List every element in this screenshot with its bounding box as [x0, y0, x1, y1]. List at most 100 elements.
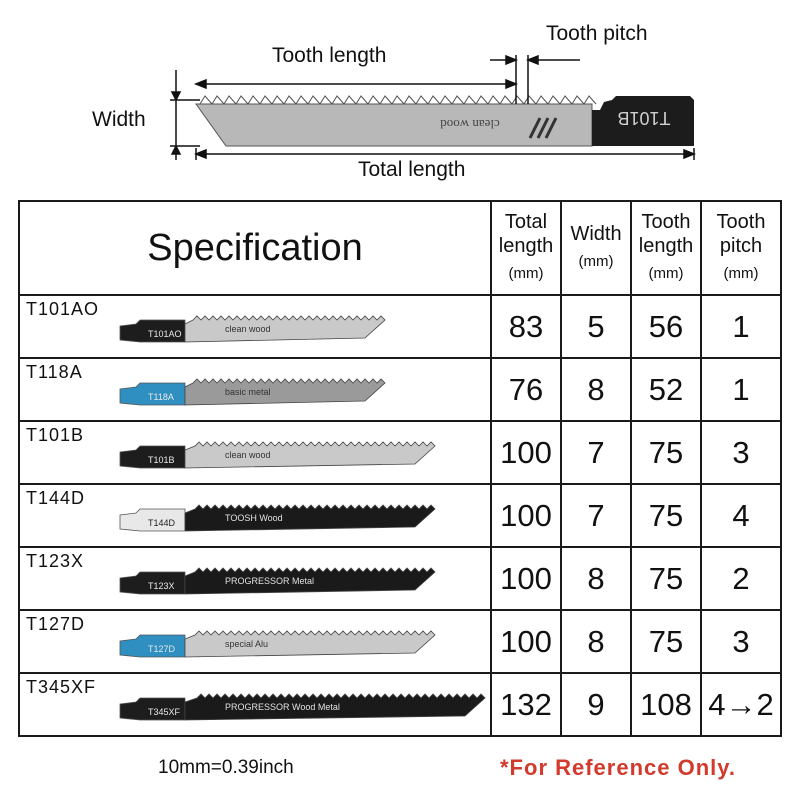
total-length-dimension-marker — [193, 148, 697, 160]
blade-shank-marking: T123X — [148, 581, 175, 591]
blade-shank — [119, 445, 186, 469]
tooth-pitch-cell: 3 — [700, 609, 782, 674]
total-length-cell: 100 — [490, 609, 562, 674]
model-name: T101AO — [26, 299, 100, 319]
tooth-length-dimension-marker — [193, 78, 519, 90]
width-cell: 5 — [560, 294, 632, 359]
header-unit: (mm) — [723, 265, 759, 282]
header-total-length: Total length (mm) — [490, 200, 562, 296]
blade-illustration: T144D TOOSH Wood — [119, 504, 436, 532]
tooth-length-label: Tooth length — [272, 44, 387, 67]
blade-body — [184, 504, 436, 532]
width-cell: 9 — [560, 672, 632, 737]
model-cell: T101AO T101AO clean wood — [18, 294, 492, 359]
blade-dimension-diagram: T101B clean wood — [0, 0, 800, 195]
blade-marking: clean wood — [225, 324, 271, 334]
blade-illustration: T101AO clean wood — [119, 315, 386, 343]
diagram-blade-teeth — [199, 95, 597, 105]
blade-shank — [119, 697, 186, 721]
header-unit: (mm) — [648, 265, 684, 282]
total-length-cell: 100 — [490, 483, 562, 548]
total-length-cell: 76 — [490, 357, 562, 422]
header-label-line2: length — [498, 235, 554, 257]
blade-marking: PROGRESSOR Wood Metal — [225, 702, 340, 712]
width-cell: 8 — [560, 546, 632, 611]
model-cell: T127D T127D special Alu — [18, 609, 492, 674]
width-cell: 7 — [560, 483, 632, 548]
tooth-pitch-cell: 1 — [700, 357, 782, 422]
blade-shank — [119, 382, 186, 406]
blade-body — [184, 630, 436, 658]
blade-shank-marking: T127D — [148, 644, 176, 654]
blade-illustration: T345XF PROGRESSOR Wood Metal — [119, 693, 486, 721]
blade-marking: PROGRESSOR Metal — [225, 576, 314, 586]
blade-marking: clean wood — [225, 450, 271, 460]
blade-shank — [119, 571, 186, 595]
unit-conversion-note: 10mm=0.39inch — [158, 757, 294, 778]
tooth-pitch-dimension-marker — [490, 54, 580, 104]
tooth-pitch-cell: 1 — [700, 294, 782, 359]
blade-marking: basic metal — [225, 387, 271, 397]
tooth-length-cell: 75 — [630, 609, 702, 674]
tooth-pitch-label: Tooth pitch — [546, 22, 648, 45]
blade-shank-marking: T345XF — [148, 707, 181, 717]
header-label-line2: length — [638, 235, 694, 257]
diagram-blade-stripes — [528, 117, 558, 139]
model-name: T345XF — [26, 677, 97, 697]
total-length-cell: 100 — [490, 546, 562, 611]
blade-marking: special Alu — [225, 639, 268, 649]
blade-body — [184, 567, 436, 595]
specification-table: Specification Total length (mm) Width (m… — [18, 200, 782, 737]
diagram-shank-marking: T101B — [617, 108, 670, 128]
blade-shank — [119, 634, 186, 658]
width-dimension-marker — [170, 70, 200, 160]
reference-disclaimer: *For Reference Only. — [500, 755, 736, 780]
model-name: T127D — [26, 614, 86, 634]
model-name: T123X — [26, 551, 85, 571]
diagram-blade-body — [195, 103, 593, 147]
blade-shank-marking: T101AO — [148, 329, 182, 339]
tooth-length-cell: 75 — [630, 420, 702, 485]
model-name: T101B — [26, 425, 85, 445]
tooth-length-cell: 108 — [630, 672, 702, 737]
tooth-pitch-cell: 4→2 — [700, 672, 782, 737]
table-header-row: Specification Total length (mm) Width (m… — [18, 200, 782, 296]
blade-diagram-graphic: T101B clean wood — [170, 54, 697, 160]
model-cell: T123X T123X PROGRESSOR Metal — [18, 546, 492, 611]
header-label-line1: Total — [504, 211, 548, 233]
blade-body — [184, 693, 486, 721]
blade-shank-marking: T118A — [148, 392, 174, 402]
diagram-blade-marking: clean wood — [440, 117, 500, 132]
width-cell: 8 — [560, 609, 632, 674]
tooth-length-cell: 56 — [630, 294, 702, 359]
total-length-label: Total length — [358, 158, 466, 181]
diagram-blade-shank — [592, 96, 694, 146]
tooth-length-cell: 75 — [630, 546, 702, 611]
tooth-length-cell: 75 — [630, 483, 702, 548]
header-tooth-length: Tooth length (mm) — [630, 200, 702, 296]
specification-title: Specification — [18, 200, 492, 296]
blade-body — [184, 441, 436, 469]
header-label-line1: Width — [570, 223, 622, 245]
header-unit: (mm) — [578, 253, 614, 270]
tooth-pitch-cell: 3 — [700, 420, 782, 485]
blade-body — [184, 315, 386, 343]
blade-marking: TOOSH Wood — [225, 513, 283, 523]
blade-body — [184, 378, 386, 406]
header-label-line2: pitch — [719, 235, 763, 257]
tooth-pitch-cell: 4 — [700, 483, 782, 548]
blade-illustration: T118A basic metal — [119, 378, 386, 406]
blade-shank-marking: T144D — [148, 518, 176, 528]
model-name: T118A — [26, 362, 83, 382]
total-length-cell: 100 — [490, 420, 562, 485]
blade-shank — [119, 508, 186, 532]
tooth-length-cell: 52 — [630, 357, 702, 422]
total-length-cell: 132 — [490, 672, 562, 737]
